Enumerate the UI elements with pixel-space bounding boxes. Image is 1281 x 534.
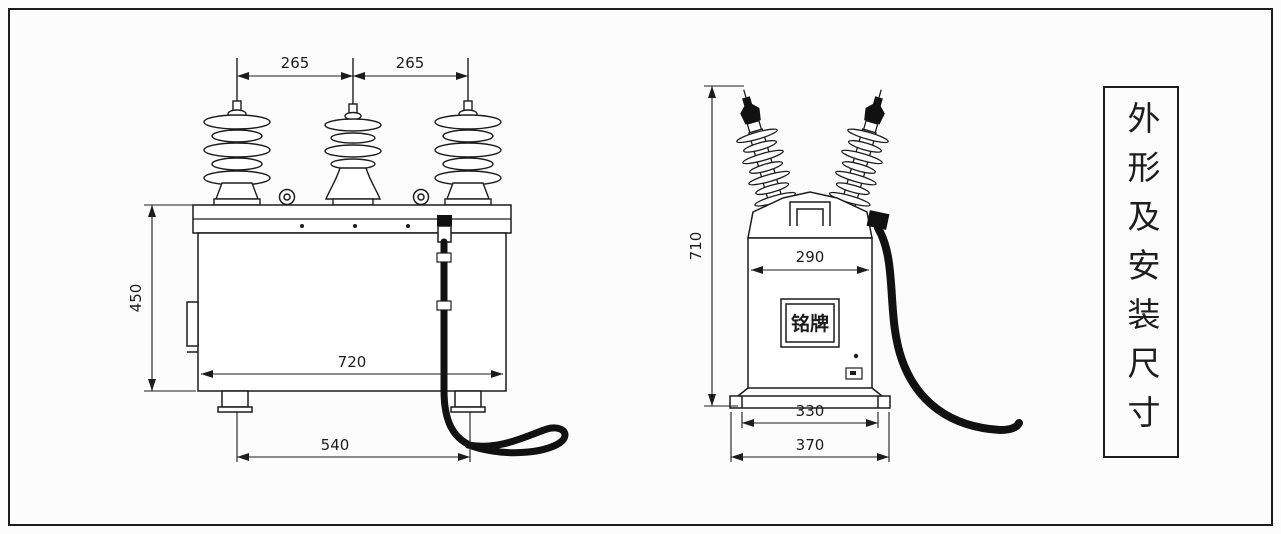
- front-cable: [440, 238, 569, 457]
- nameplate-label: 铭牌: [791, 312, 829, 335]
- front-bushing-left: [203, 57, 271, 206]
- dim-540: 540: [321, 436, 350, 454]
- dim-450: 450: [127, 284, 145, 313]
- nameplate: [780, 298, 840, 348]
- title-panel: 外形及安装尺寸: [1103, 86, 1179, 458]
- foot-right: [450, 390, 486, 413]
- side-dimensions: [704, 85, 890, 462]
- dim-720: 720: [338, 353, 367, 371]
- cable-gland: [437, 215, 452, 243]
- side-bracket: [186, 301, 199, 347]
- cable-clamp-upper: [436, 252, 452, 263]
- side-cable-connector: [866, 210, 890, 230]
- cable-clamp-lower: [436, 300, 452, 311]
- title-text: 外形及安装尺寸: [1122, 100, 1161, 444]
- dim-330: 330: [796, 402, 825, 420]
- dim-265-right: 265: [396, 54, 425, 72]
- lifting-lug-left: [278, 188, 296, 206]
- front-bushing-right: [434, 57, 502, 206]
- dim-290: 290: [796, 248, 825, 266]
- lifting-lug-right: [412, 188, 430, 206]
- side-body: [747, 237, 873, 389]
- side-view: [722, 83, 1023, 435]
- front-dimensions: [144, 72, 503, 462]
- foot-left: [217, 390, 253, 413]
- dim-370: 370: [796, 436, 825, 454]
- dim-265-left: 265: [281, 54, 310, 72]
- base-flange: [729, 387, 891, 409]
- front-view: [186, 57, 569, 457]
- side-cable: [874, 224, 1023, 435]
- front-bushing-middle: [324, 57, 382, 206]
- terminal-box: [845, 367, 863, 380]
- dim-710: 710: [687, 232, 705, 261]
- top-handle: [789, 201, 831, 226]
- drawing-border: [8, 8, 1273, 526]
